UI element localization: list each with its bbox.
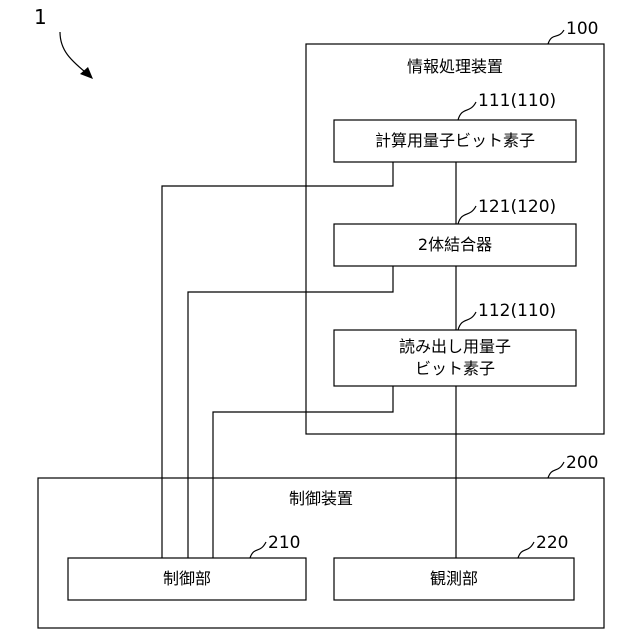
- compute-qubit-ref: 111(110): [478, 92, 556, 110]
- coupler-label: 2体結合器: [334, 234, 576, 256]
- ref-leader-111: [458, 102, 476, 120]
- observation-unit-ref: 220: [536, 534, 568, 552]
- control-unit-label: 制御部: [68, 568, 306, 590]
- control-device-title: 制御装置: [289, 490, 353, 508]
- readout-qubit-label-line2: ビット素子: [334, 358, 576, 380]
- ref-leader-112: [458, 312, 476, 330]
- figure-number: 1: [34, 8, 47, 26]
- info-processing-title: 情報処理装置: [407, 58, 503, 76]
- compute-qubit-label: 計算用量子ビット素子: [334, 130, 576, 152]
- readout-qubit-label-line1: 読み出し用量子: [334, 336, 576, 358]
- observation-unit-label: 観測部: [334, 568, 574, 590]
- ref-leader-121: [458, 206, 476, 224]
- control-device-ref: 200: [566, 454, 598, 472]
- info-processing-ref: 100: [566, 20, 598, 38]
- coupler-ref: 121(120): [478, 198, 556, 216]
- control-line-readout: [213, 386, 393, 558]
- ref-leader-200: [548, 462, 564, 478]
- control-unit-ref: 210: [268, 534, 300, 552]
- readout-qubit-ref: 112(110): [478, 302, 556, 320]
- ref-leader-210: [250, 542, 266, 558]
- ref-leader-100: [548, 30, 564, 44]
- ref-leader-220: [518, 542, 534, 558]
